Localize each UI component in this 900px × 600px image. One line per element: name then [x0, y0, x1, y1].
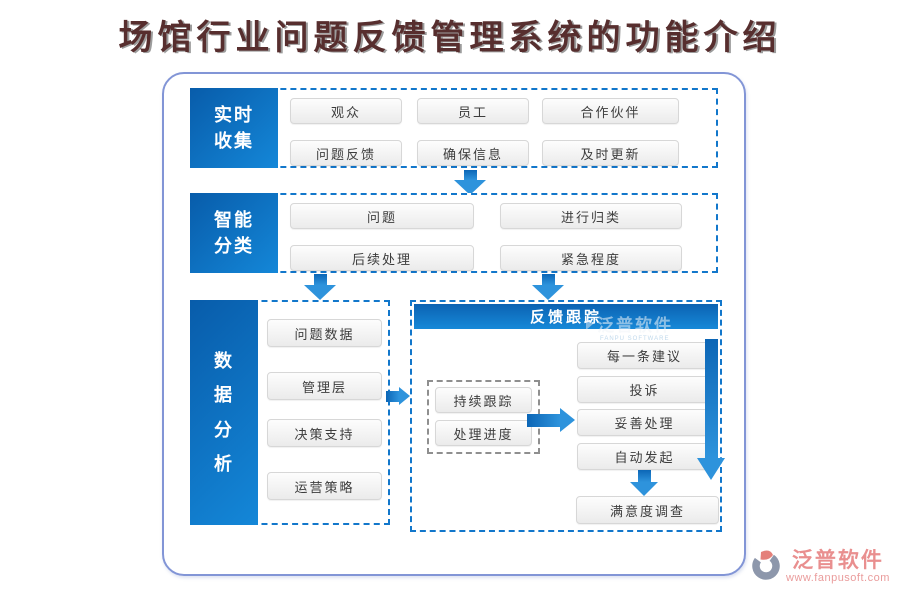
arrow-stem: [637, 470, 651, 482]
arrow-stem: [386, 390, 399, 402]
node-auto-initiate: 自动发起: [577, 443, 712, 470]
node-categorize: 进行归类: [500, 203, 682, 229]
node-processing-progress: 处理进度: [435, 420, 532, 446]
label-char: 据: [214, 385, 234, 406]
flow-arrow-down-4: [630, 470, 658, 496]
flow-arrow-right-2: [527, 408, 575, 432]
arrow-head: [304, 285, 336, 300]
section-label-smart-classify: 智能 分类: [190, 193, 278, 273]
node-management: 管理层: [267, 372, 382, 400]
section-feedback-tracking: 反馈跟踪 持续跟踪 处理进度 每一条建议 投诉 妥善处理 自动发起 满意度调查: [410, 300, 725, 532]
vendor-logo-icon: [752, 550, 780, 580]
flow-arrow-right-1: [386, 387, 410, 405]
node-problem-feedback: 问题反馈: [290, 140, 402, 166]
node-problem: 问题: [290, 203, 474, 229]
node-partners: 合作伙伴: [542, 98, 679, 124]
flow-arrow-down-2: [304, 274, 336, 300]
label-line: 分类: [214, 236, 254, 256]
node-continuous-tracking: 持续跟踪: [435, 387, 532, 413]
arrow-head: [560, 408, 575, 432]
vendor-logo-name: 泛普软件: [791, 549, 884, 572]
section-smart-classify: 智能 分类 问题 进行归类 后续处理 紧急程度: [190, 193, 718, 273]
node-followup-handling: 后续处理: [290, 245, 474, 271]
arrow-stem: [527, 413, 560, 427]
node-problem-data: 问题数据: [267, 319, 382, 347]
node-every-suggestion: 每一条建议: [577, 342, 712, 369]
tracking-subgroup-box: 持续跟踪 处理进度: [427, 380, 540, 454]
arrow-head: [399, 387, 410, 405]
node-satisfaction-survey: 满意度调查: [576, 496, 719, 524]
label-char: 分: [214, 419, 234, 440]
node-staff: 员工: [417, 98, 529, 124]
node-decision-support: 决策支持: [267, 419, 382, 447]
feedback-tracking-header: 反馈跟踪: [414, 304, 718, 329]
label-line: 智能: [214, 209, 254, 230]
arrow-stem: [313, 274, 327, 285]
arrow-head: [630, 482, 658, 496]
node-urgency-level: 紧急程度: [500, 245, 682, 271]
flow-arrow-down-1: [454, 170, 486, 195]
section-label-realtime-collect: 实时 收集: [190, 88, 278, 168]
section-label-data-analysis: 数 据 分 析: [190, 300, 258, 525]
node-audience: 观众: [290, 98, 402, 124]
vendor-logo: 泛普软件 www.fanpusoft.com: [752, 549, 890, 584]
node-ensure-info: 确保信息: [417, 140, 529, 166]
arrow-head: [697, 458, 725, 480]
label-line: 收集: [214, 131, 254, 151]
section-data-analysis: 数 据 分 析 问题数据 管理层 决策支持 运营策略: [190, 300, 390, 525]
label-char: 析: [214, 453, 234, 474]
arrow-head: [532, 285, 564, 300]
node-complaint: 投诉: [577, 376, 712, 403]
node-proper-handling: 妥善处理: [577, 409, 712, 436]
label-char: 数: [214, 351, 234, 372]
section-realtime-collect: 实时 收集 观众 员工 合作伙伴 问题反馈 确保信息 及时更新: [190, 88, 718, 168]
vendor-logo-url: www.fanpusoft.com: [786, 572, 890, 585]
page-title: 场馆行业问题反馈管理系统的功能介绍: [118, 20, 782, 57]
arrow-stem: [704, 339, 718, 458]
node-timely-update: 及时更新: [542, 140, 679, 166]
arrow-stem: [463, 170, 477, 180]
flow-arrow-down-3: [532, 274, 564, 300]
arrow-head: [454, 180, 486, 195]
node-operation-strategy: 运营策略: [267, 472, 382, 500]
outer-frame: [162, 72, 746, 576]
label-line: 实时: [214, 104, 254, 125]
arrow-stem: [541, 274, 555, 285]
flow-arrow-down-tall: [697, 339, 725, 480]
